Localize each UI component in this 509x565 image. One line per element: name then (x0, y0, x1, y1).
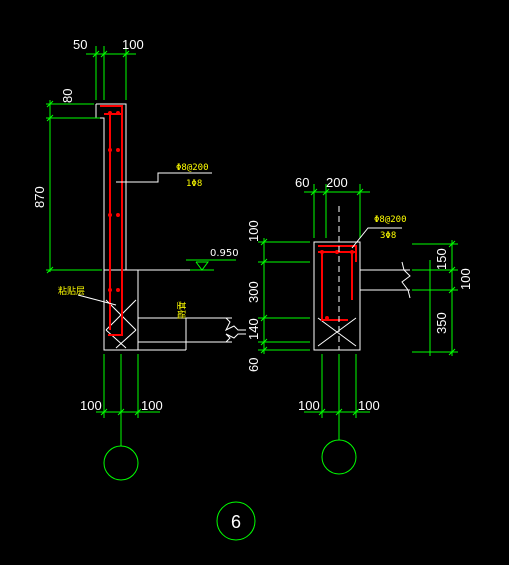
left-rebar (100, 105, 123, 336)
right-axis-bubble (321, 439, 357, 475)
left-dimension-lines (46, 46, 236, 446)
left-top-dim-2: 100 (122, 37, 144, 52)
right-left-dim-4: 60 (246, 358, 261, 372)
left-bottom-dim-2: 100 (141, 398, 163, 413)
detail-number-circle (216, 501, 256, 541)
right-rebar (318, 245, 357, 321)
right-dimension-lines (258, 184, 458, 440)
left-bottom-dim-1: 100 (80, 398, 102, 413)
right-right-dim-3: 350 (434, 312, 449, 334)
left-note: 粘贴层 (58, 285, 85, 297)
left-slab-note: 基础 (175, 301, 187, 319)
left-axis-bubble (103, 445, 139, 481)
right-top-dim-1: 60 (295, 175, 309, 190)
right-left-dim-2: 300 (246, 281, 261, 303)
right-leaders (338, 206, 402, 350)
left-rebar-spacing: Φ8@200 (176, 163, 209, 173)
left-leaders (77, 172, 212, 306)
right-top-dim-2: 200 (326, 175, 348, 190)
right-rebar-spacing: Φ8@200 (374, 215, 407, 225)
right-rebar-count: 3Φ8 (380, 231, 396, 241)
left-height-dim-1: 80 (60, 89, 75, 103)
right-right-dim-1: 150 (434, 248, 449, 270)
right-left-dim-3: 140 (246, 318, 261, 340)
left-wall-outline (95, 103, 246, 351)
right-section: 60 200 Φ8@200 3Φ8 100 300 140 60 150 100… (246, 175, 473, 475)
detail-number: 6 (231, 512, 241, 532)
right-bottom-dim-2: 100 (358, 398, 380, 413)
right-outline (313, 241, 411, 351)
left-elevation: 0.950 (210, 248, 239, 259)
left-height-dim-2: 870 (32, 186, 47, 208)
left-rebar-count: 1Φ8 (186, 179, 202, 189)
left-rebar-dots (108, 111, 120, 292)
left-section: 50 100 80 870 Φ8@200 1Φ8 0.950 粘贴层 基础 10… (32, 37, 246, 481)
right-rebar-dots (320, 250, 354, 320)
right-right-dim-2: 100 (458, 268, 473, 290)
left-top-dim-1: 50 (73, 37, 87, 52)
right-bottom-dim-1: 100 (298, 398, 320, 413)
right-left-dim-1: 100 (246, 220, 261, 242)
